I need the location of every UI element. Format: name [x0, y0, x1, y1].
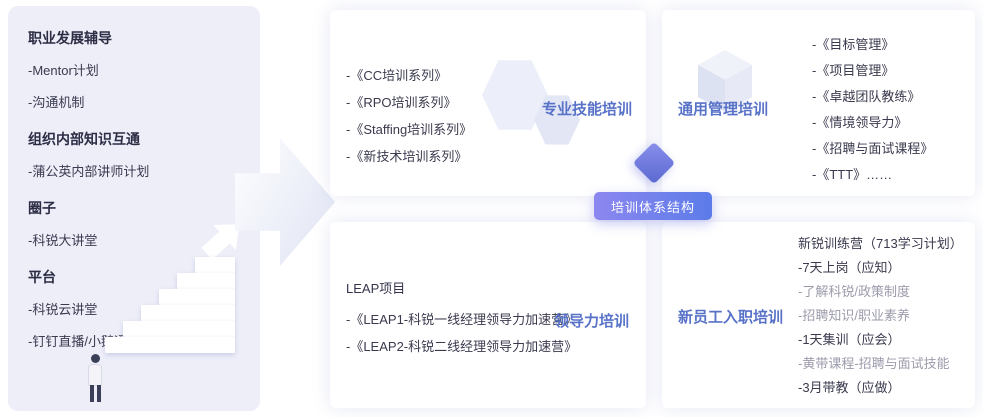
section-item: -科锐大讲堂	[28, 233, 98, 248]
course-item: -《Staffing培训系列》	[346, 122, 473, 137]
course-item: -招聘知识/职业素养	[798, 308, 910, 323]
section-item: -科锐云讲堂	[28, 302, 98, 317]
course-item: -《LEAP1-科锐一线经理领导力加速营》	[346, 312, 578, 327]
course-item: -3月带教（应做）	[798, 380, 901, 395]
stair-step	[177, 273, 235, 289]
section-heading: 职业发展辅导	[28, 30, 112, 46]
course-item: -了解科锐/政策制度	[798, 284, 910, 299]
section-heading: 组织内部知识互通	[28, 131, 140, 147]
program-subtitle: 新锐训练营（713学习计划）	[798, 236, 963, 251]
course-list: -《CC培训系列》 -《RPO培训系列》 -《Staffing培训系列》 -《新…	[346, 62, 472, 170]
panel-section: 职业发展辅导 -Mentor计划 -沟通机制	[28, 28, 260, 111]
section-item: -沟通机制	[28, 95, 85, 110]
course-item: -《新技术培训系列》	[346, 149, 468, 164]
section-item: -Mentor计划	[28, 63, 99, 78]
climbing-person-illustration	[84, 354, 108, 404]
center-badge-label: 培训体系结构	[610, 199, 695, 215]
quadrant-title: 新员工入职培训	[678, 309, 784, 326]
person-leg	[90, 385, 94, 402]
panel-section: 圈子 -科锐大讲堂	[28, 198, 260, 249]
quadrant-professional-skills: -《CC培训系列》 -《RPO培训系列》 -《Staffing培训系列》 -《新…	[330, 10, 646, 196]
person-head	[91, 354, 100, 363]
course-list: 新锐训练营（713学习计划） -7天上岗（应知） -了解科锐/政策制度 -招聘知…	[798, 232, 963, 400]
course-item: -《卓越团队教练》	[812, 89, 921, 104]
course-item: -《CC培训系列》	[346, 68, 448, 83]
stair-step	[159, 289, 235, 305]
program-subtitle: LEAP项目	[346, 281, 406, 296]
stair-step	[195, 257, 235, 273]
course-item: -7天上岗（应知）	[798, 260, 901, 275]
course-item: -《项目管理》	[812, 63, 895, 78]
person-leg	[97, 385, 101, 402]
course-item: -《招聘与面试课程》	[812, 141, 934, 156]
quadrant-general-management: 通用管理培训 -《目标管理》 -《项目管理》 -《卓越团队教练》 -《情境领导力…	[662, 10, 975, 196]
course-item: -《LEAP2-科锐二线经理领导力加速营》	[346, 339, 578, 354]
course-list: -《目标管理》 -《项目管理》 -《卓越团队教练》 -《情境领导力》 -《招聘与…	[812, 32, 933, 188]
course-list: -《LEAP1-科锐一线经理领导力加速营》 -《LEAP2-科锐二线经理领导力加…	[346, 306, 577, 360]
course-item: -《TTT》……	[812, 167, 893, 182]
quadrant-title: 专业技能培训	[542, 101, 633, 118]
stair-step	[123, 321, 235, 337]
stair-step	[105, 337, 235, 353]
center-badge: 培训体系结构	[594, 192, 712, 220]
section-item: -蒲公英内部讲师计划	[28, 164, 150, 179]
cube-icon	[698, 50, 752, 112]
course-item: -《目标管理》	[812, 37, 895, 52]
course-item: -《RPO培训系列》	[346, 95, 457, 110]
course-item: -1天集训（应会）	[798, 332, 901, 347]
quadrant-onboarding: 新员工入职培训 新锐训练营（713学习计划） -7天上岗（应知） -了解科锐/政…	[662, 222, 975, 408]
quadrant-title: 领导力培训	[554, 313, 630, 330]
stairs-illustration	[105, 225, 255, 375]
course-item: -《情境领导力》	[812, 115, 908, 130]
hexagon-icon	[534, 95, 580, 145]
section-heading: 圈子	[28, 200, 56, 216]
person-body	[88, 364, 102, 386]
course-item: -黄带课程-招聘与面试技能	[798, 356, 950, 371]
section-heading: 平台	[28, 269, 56, 285]
quadrant-title: 通用管理培训	[678, 101, 769, 118]
stair-step	[141, 305, 235, 321]
panel-section: 组织内部知识互通 -蒲公英内部讲师计划	[28, 129, 260, 180]
quadrant-leadership: LEAP项目 -《LEAP1-科锐一线经理领导力加速营》 -《LEAP2-科锐二…	[330, 222, 646, 408]
